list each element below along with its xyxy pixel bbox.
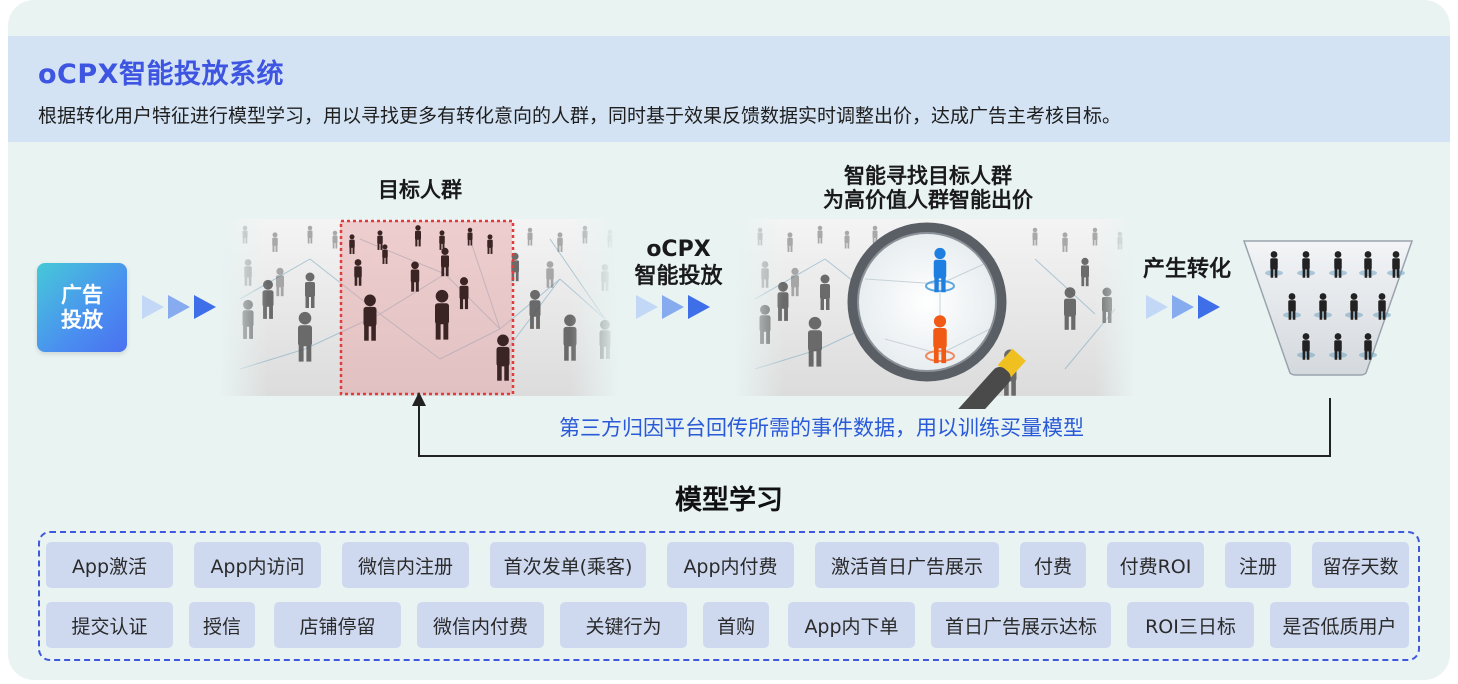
conversion-funnel-icon bbox=[1240, 239, 1416, 377]
feature-tag: 注册 bbox=[1225, 542, 1291, 588]
ad-delivery-box: 广告 投放 bbox=[37, 263, 127, 352]
feature-tag: 关键行为 bbox=[560, 602, 687, 648]
feature-tag: 留存天数 bbox=[1312, 542, 1409, 588]
page-subtitle: 根据转化用户特征进行模型学习，用以寻找更多有转化意向的人群，同时基于效果反馈数据… bbox=[38, 101, 1121, 128]
feature-tag: 首次发单(乘客) bbox=[490, 542, 646, 588]
chevron-arrows-icon bbox=[636, 295, 714, 319]
feedback-text: 第三方归因平台回传所需的事件数据，用以训练买量模型 bbox=[559, 412, 1084, 442]
feature-tag: 微信内注册 bbox=[342, 542, 469, 588]
feature-tag: ROI三日标 bbox=[1127, 602, 1254, 648]
target-crowd-label: 目标人群 bbox=[320, 178, 520, 202]
smart-label-line1: 智能寻找目标人群 bbox=[788, 164, 1068, 188]
chevron-arrows-icon bbox=[1146, 295, 1224, 319]
feature-tag: 首日广告展示达标 bbox=[931, 602, 1111, 648]
target-crowd-image bbox=[220, 219, 618, 396]
ad-box-line1: 广告 bbox=[61, 283, 103, 308]
feature-tag: 是否低质用户 bbox=[1270, 602, 1409, 648]
feature-tag: App内付费 bbox=[667, 542, 794, 588]
smart-label-line2: 为高价值人群智能出价 bbox=[788, 188, 1068, 212]
feature-tag: App内下单 bbox=[788, 602, 915, 648]
ocpx-label-line1: oCPX bbox=[616, 236, 741, 263]
feature-tag: 付费ROI bbox=[1107, 542, 1204, 588]
feature-tag: 激活首日广告展示 bbox=[815, 542, 999, 588]
model-learning-title: 模型学习 bbox=[8, 478, 1450, 517]
ocpx-label-line2: 智能投放 bbox=[616, 263, 741, 290]
feature-tag: 店铺停留 bbox=[274, 602, 401, 648]
smart-targeting-image bbox=[735, 219, 1135, 409]
feature-tag: 授信 bbox=[189, 602, 255, 648]
feature-tag: 付费 bbox=[1020, 542, 1086, 588]
ad-box-line2: 投放 bbox=[61, 308, 103, 333]
feature-tag: 微信内付费 bbox=[417, 602, 544, 648]
page-title: oCPX智能投放系统 bbox=[38, 52, 284, 91]
feature-tag: 提交认证 bbox=[46, 602, 173, 648]
feature-tag: App内访问 bbox=[194, 542, 321, 588]
ocpx-card: oCPX智能投放系统 根据转化用户特征进行模型学习，用以寻找更多有转化意向的人群… bbox=[8, 0, 1450, 680]
feature-tag: App激活 bbox=[46, 542, 173, 588]
convert-label: 产生转化 bbox=[1125, 258, 1249, 282]
chevron-arrows-icon bbox=[142, 295, 220, 319]
feature-tag: 首购 bbox=[703, 602, 769, 648]
